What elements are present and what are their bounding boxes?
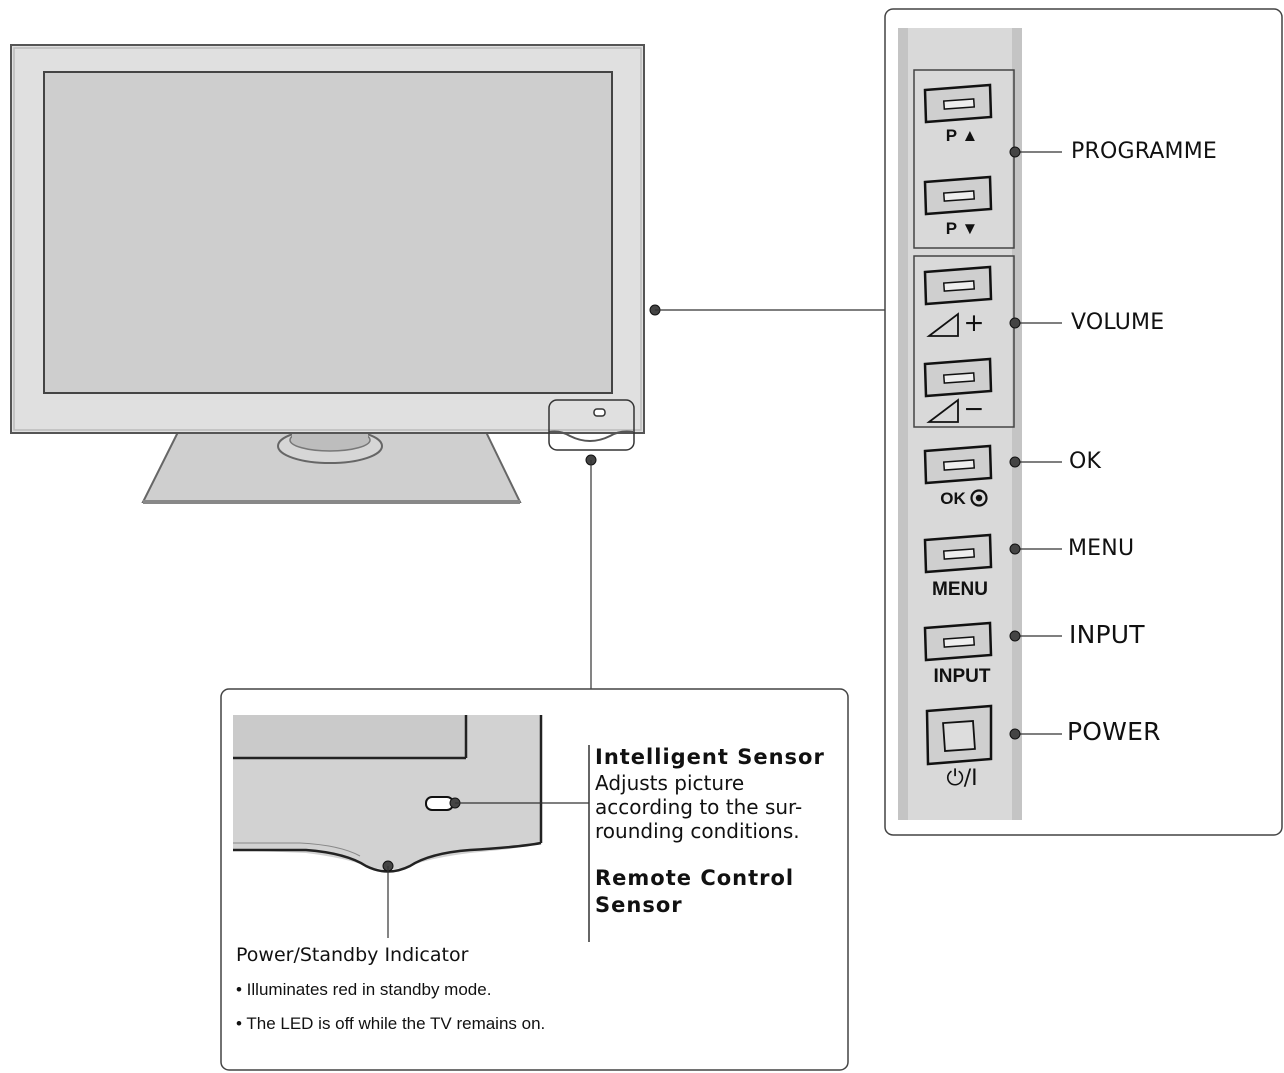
front-sensor-window — [593, 408, 606, 417]
intelligent-sensor-title: Intelligent Sensor — [595, 745, 825, 769]
volume-up-triangle-icon — [926, 312, 959, 337]
prog-up-caption: P ▲ — [945, 126, 979, 145]
remote-sensor-title-line1: Remote Control — [595, 866, 795, 890]
side-button-menu[interactable] — [923, 533, 993, 574]
input-callout: INPUT — [1069, 620, 1145, 649]
front-sensor-bulge — [548, 430, 634, 442]
tv-screen — [43, 71, 613, 394]
programme-callout: PROGRAMME — [1071, 139, 1218, 164]
ok-target-icon — [970, 489, 988, 507]
input-caption: INPUT — [933, 666, 991, 687]
side-button-input[interactable] — [923, 621, 993, 662]
ok-caption: OK — [940, 489, 966, 508]
volume-callout: VOLUME — [1071, 310, 1165, 335]
menu-caption: MENU — [932, 579, 988, 600]
menu-callout: MENU — [1068, 536, 1135, 561]
side-button-ok[interactable] — [923, 444, 993, 485]
power-caption: ⏻/I — [934, 766, 990, 791]
power-symbol-icon: ⏻/I — [946, 766, 978, 791]
vol-down-caption: − — [963, 394, 985, 423]
vol-up-caption: + — [963, 308, 985, 337]
power-indicator-bullet-2: • The LED is off while the TV remains on… — [236, 1014, 546, 1033]
power-callout: POWER — [1067, 717, 1161, 746]
ok-callout: OK — [1069, 449, 1102, 474]
volume-group-box — [913, 255, 1015, 428]
detail-zoom-tv — [233, 715, 543, 873]
programme-group-box — [913, 69, 1015, 249]
front-sensor-highlight-box — [548, 399, 635, 451]
power-indicator-title: Power/Standby Indicator — [236, 944, 469, 966]
power-indicator-bullet-1: • Illuminates red in standby mode. — [236, 980, 492, 999]
side-button-vol-down[interactable] — [923, 357, 993, 398]
prog-down-caption: P ▼ — [945, 219, 979, 238]
side-button-prog-up[interactable] — [923, 83, 993, 124]
intelligent-sensor-desc: Adjusts picture according to the sur-rou… — [595, 771, 803, 843]
side-button-power[interactable] — [925, 704, 993, 766]
side-button-vol-up[interactable] — [923, 265, 993, 306]
side-button-prog-down[interactable] — [923, 175, 993, 216]
remote-sensor-title-line2: Sensor — [595, 893, 683, 917]
volume-down-triangle-icon — [926, 398, 959, 423]
